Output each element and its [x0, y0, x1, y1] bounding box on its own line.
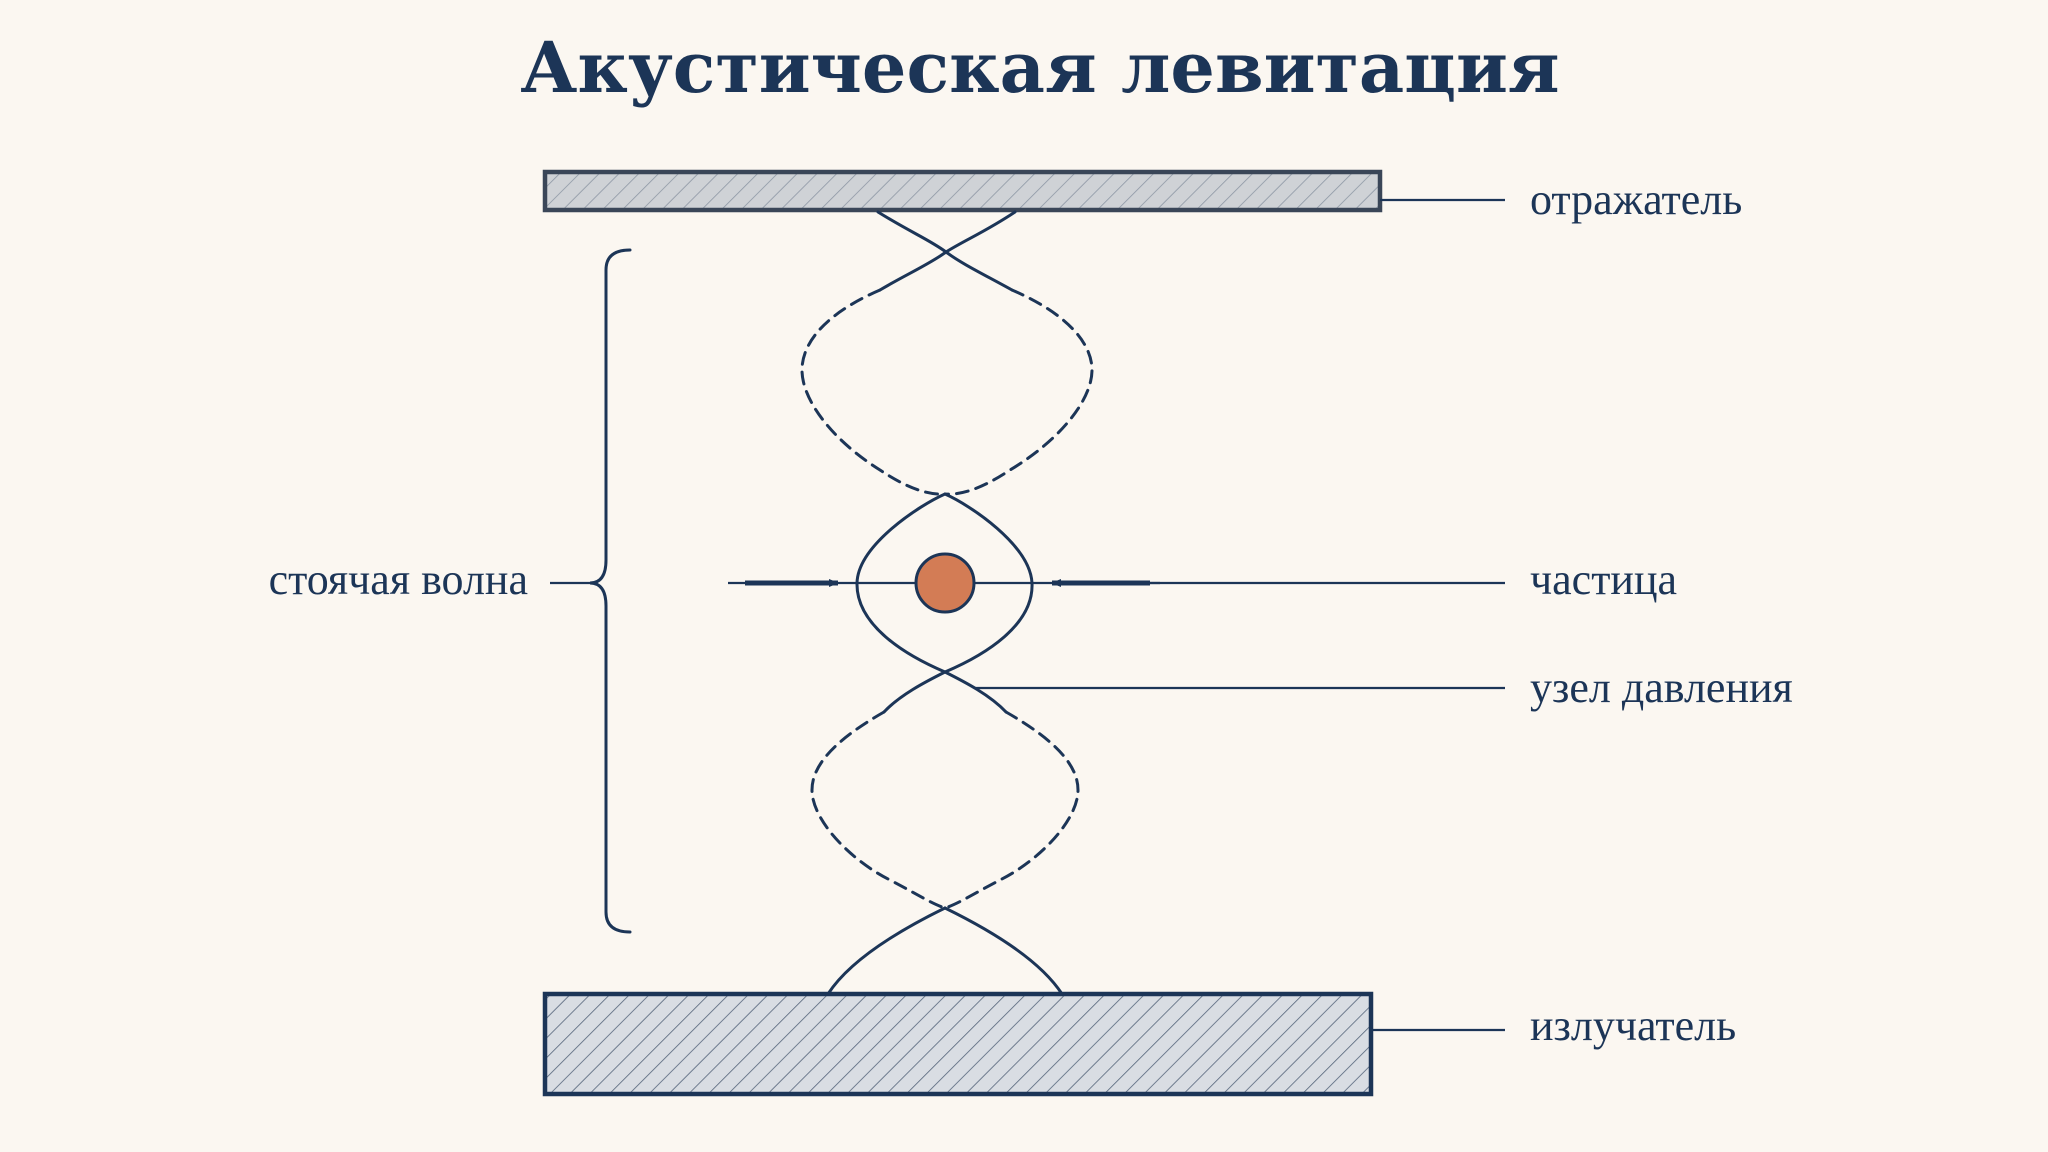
reflector-plate [542, 169, 1383, 213]
standing-wave-bracket [589, 248, 632, 934]
emitter-plate [542, 991, 1374, 1097]
standing-wave-label: стоячая волна [269, 555, 528, 604]
emitter-label: излучатель [1530, 1001, 1736, 1050]
pressure-node-label: узел давления [1530, 663, 1793, 712]
particle-label: частица [1530, 555, 1677, 604]
reflector-label: отражатель [1530, 175, 1742, 224]
page-title: Акустическая левитация [520, 26, 1559, 109]
particle [914, 552, 976, 614]
